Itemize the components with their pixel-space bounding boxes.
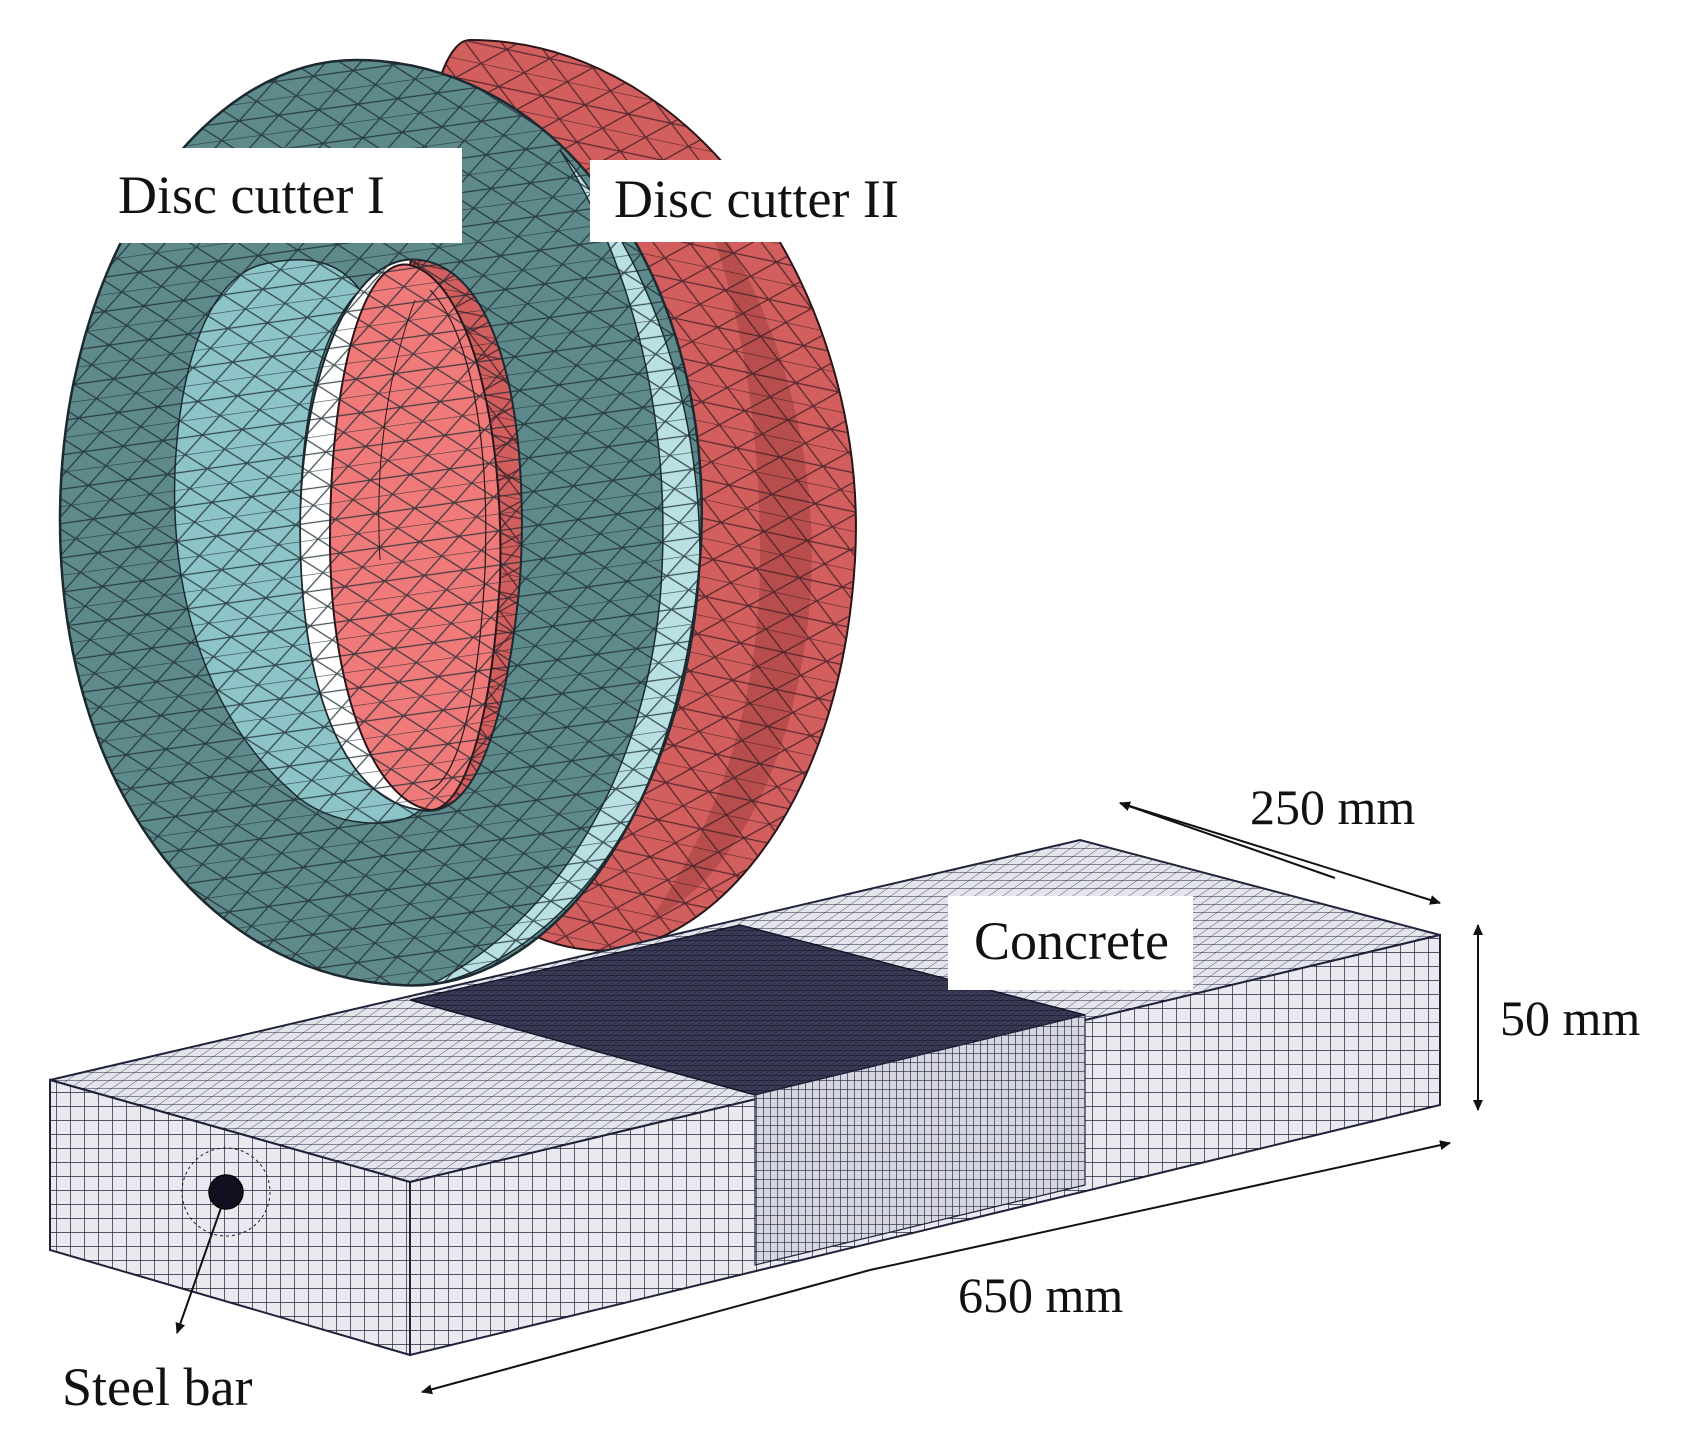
length-dimension-arrow xyxy=(869,1140,1451,1271)
concrete-label: Concrete xyxy=(948,896,1193,990)
steel-bar-leader xyxy=(175,1204,223,1334)
concrete-front-dense-band xyxy=(754,1014,1086,1266)
concrete-end-face xyxy=(49,1078,411,1357)
width-dimension-label: 250 mm xyxy=(1250,779,1416,835)
steel-bar-label: Steel bar xyxy=(62,1357,253,1417)
dimension-arrows xyxy=(175,801,1483,1395)
steel-bar-section-halo xyxy=(181,1147,271,1237)
disc-cutter-1-label: Disc cutter I xyxy=(106,148,462,243)
disc-cutter-2-label: Disc cutter II xyxy=(590,160,907,242)
steel-bar-section xyxy=(208,1174,244,1210)
width-dimension-arrow xyxy=(1119,801,1336,879)
height-dimension-label: 50 mm xyxy=(1500,990,1641,1046)
concrete-block xyxy=(49,838,1441,1357)
length-dimension-label: 650 mm xyxy=(958,1267,1124,1323)
disc-cutter-1 xyxy=(58,58,703,987)
